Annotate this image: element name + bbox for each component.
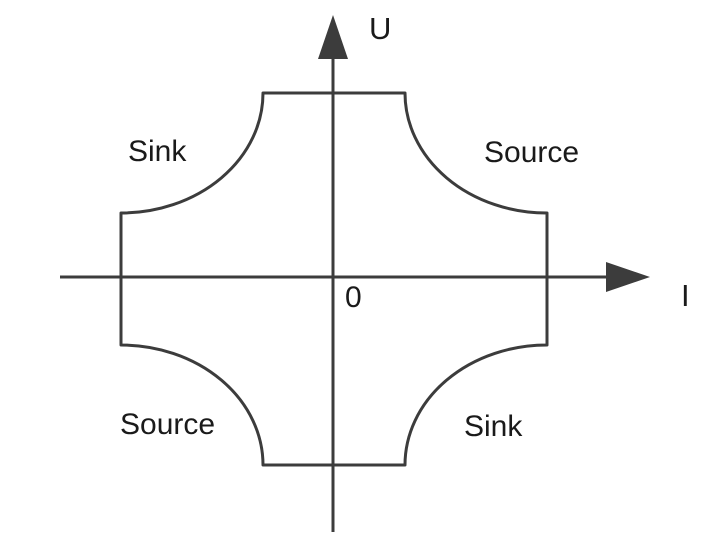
voltage-axis-arrow-icon: [318, 15, 348, 59]
origin-label: 0: [345, 281, 362, 314]
current-axis-arrow-icon: [606, 262, 650, 292]
quadrant-bottom-left-label: Source: [120, 408, 215, 441]
voltage-axis-label: U: [369, 11, 391, 46]
quadrant-bottom-right-label: Sink: [464, 410, 523, 443]
quadrant-top-right-label: Source: [484, 136, 579, 169]
operating-envelope: [119, 91, 549, 467]
current-axis-label: I: [681, 278, 690, 313]
quadrant-top-left-label: Sink: [128, 135, 187, 168]
